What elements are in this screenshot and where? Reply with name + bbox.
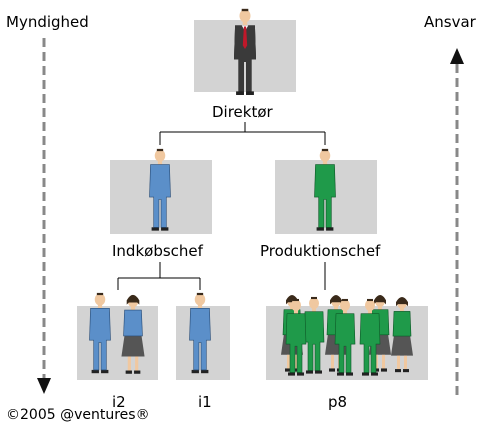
authority-arrow-down-icon — [37, 38, 51, 394]
purchasing-label: Indkøbschef — [112, 242, 203, 260]
p8-label: p8 — [328, 393, 348, 411]
responsibility-label: Ansvar — [424, 13, 476, 31]
director-label: Direktør — [212, 103, 273, 121]
p8-group-icon — [281, 294, 413, 376]
i1-label: i1 — [198, 393, 212, 411]
i1-person-icon — [189, 292, 211, 374]
responsibility-arrow-up-icon — [450, 48, 464, 398]
production-label: Produktionschef — [260, 242, 381, 260]
director-connector — [159, 122, 326, 145]
i2-person-icon — [89, 292, 111, 374]
purchasing-connector — [117, 262, 201, 290]
i2-woman-icon — [121, 294, 145, 374]
i2-label: i2 — [112, 393, 126, 411]
authority-label: Myndighed — [6, 13, 89, 31]
purchasing-person-icon — [149, 148, 171, 231]
copyright-text: ©2005 @ventures® — [6, 407, 150, 423]
production-person-icon — [314, 148, 336, 231]
